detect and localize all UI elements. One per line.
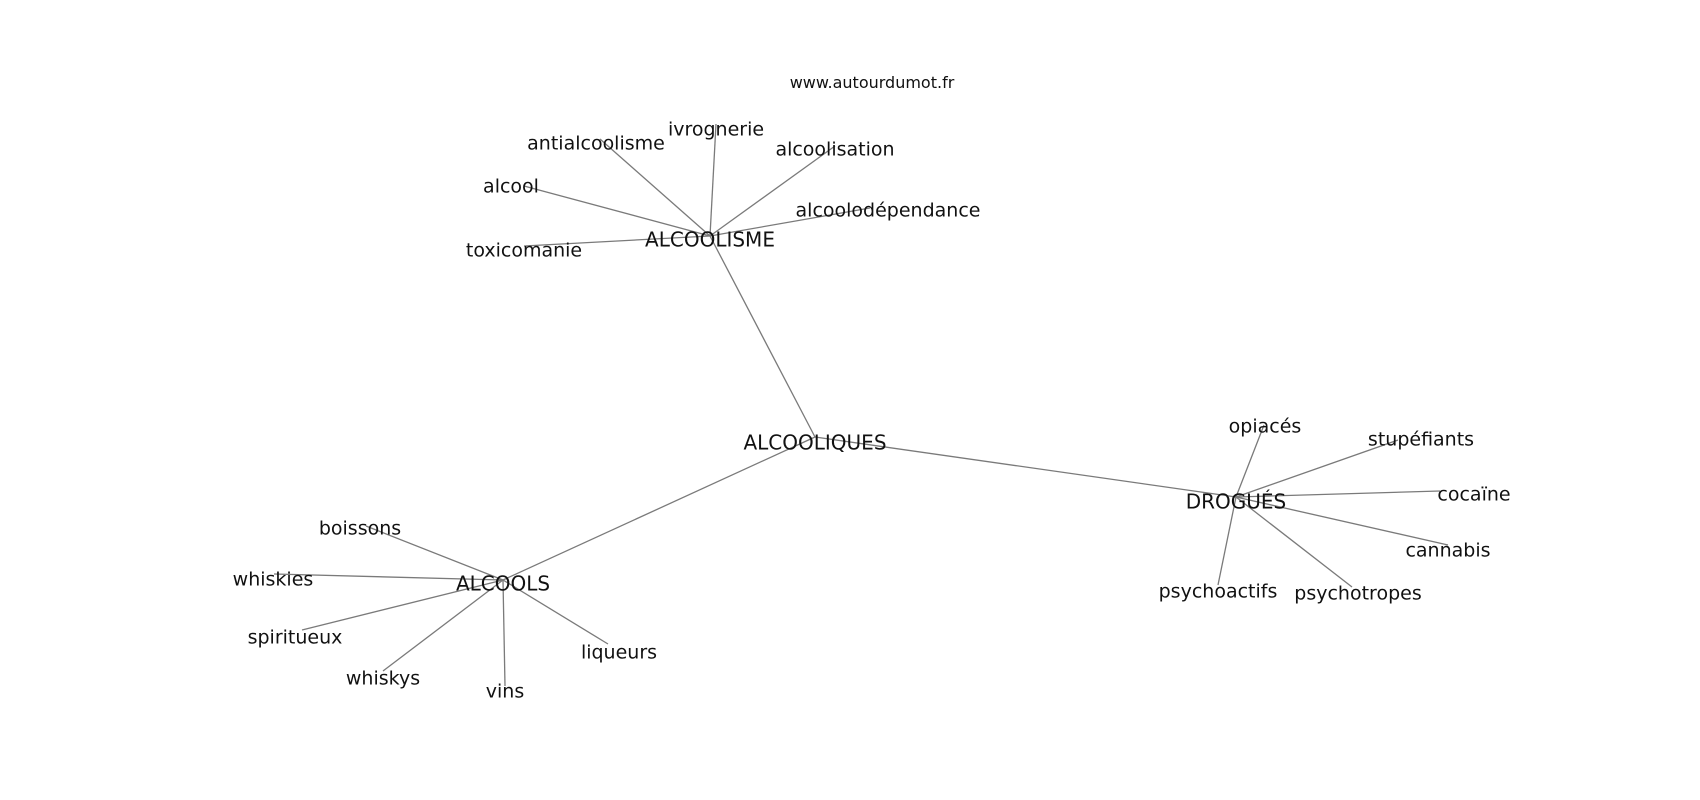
edge-drogues-psychoactifs [1217,496,1237,586]
edges-layer [273,123,1449,687]
edge-alcools-boissons [365,525,504,581]
edge-alcoolisme-alcoolisation [709,145,836,237]
edge-alcoolisme-toxicomanie [523,235,711,247]
edge-alcooliques-alcoolisme [709,235,816,438]
labels-layer: ALCOOLIQUES ALCOOLISME ALCOOLS DROGUÉS antia… [233,119,1511,703]
edge-alcoolisme-antialcoolisme [599,138,711,237]
node-label-psychoactifs: psychoactifs [1159,581,1278,603]
edge-drogues-cocaine [1235,490,1441,498]
edge-drogues-opiaces [1235,424,1265,498]
node-label-drogues: DROGUÉS [1186,490,1287,514]
node-label-cannabis: cannabis [1405,540,1490,562]
node-label-alcoolisation: alcoolisation [775,139,894,161]
edge-alcoolisme-ivrognerie [709,123,717,237]
node-label-cocaine: cocaïne [1437,484,1510,506]
node-label-boissons: boissons [319,518,401,540]
node-label-spiritueux: spiritueux [248,627,343,649]
node-label-antialcoolisme: antialcoolisme [527,133,665,155]
node-label-vins: vins [486,681,524,703]
node-label-alcool: alcool [483,176,539,198]
node-label-whiskys: whiskys [346,668,420,690]
edge-drogues-stupefiants [1235,439,1399,498]
node-label-stupefiants: stupéfiants [1368,429,1474,451]
node-label-opiaces: opiacés [1229,416,1302,438]
node-label-alcooliques: ALCOOLIQUES [743,431,886,455]
node-label-ivrognerie: ivrognerie [668,119,764,141]
node-label-liqueurs: liqueurs [581,642,657,664]
edge-alcools-liqueurs [502,579,609,645]
edge-alcools-vins [502,579,506,687]
edge-alcools-whiskies [273,573,504,581]
node-label-whiskies: whiskies [233,569,314,591]
node-label-alcools: ALCOOLS [456,572,550,596]
source-watermark: www.autourdumot.fr [790,73,955,92]
edge-alcoolisme-alcool [523,185,711,237]
edge-alcoolisme-alcoolodependance [709,207,871,237]
edge-drogues-psychotropes [1235,496,1353,588]
edge-alcools-whiskys [382,579,504,672]
node-label-alcoolodependance: alcoolodépendance [796,200,981,222]
node-label-psychotropes: psychotropes [1294,583,1421,605]
edge-alcooliques-alcools [502,436,816,581]
edge-alcools-spiritueux [301,579,504,631]
node-label-toxicomanie: toxicomanie [466,240,582,262]
node-label-alcoolisme: ALCOOLISME [645,228,775,252]
edge-alcooliques-drogues [814,436,1237,498]
edge-drogues-cannabis [1235,496,1449,546]
